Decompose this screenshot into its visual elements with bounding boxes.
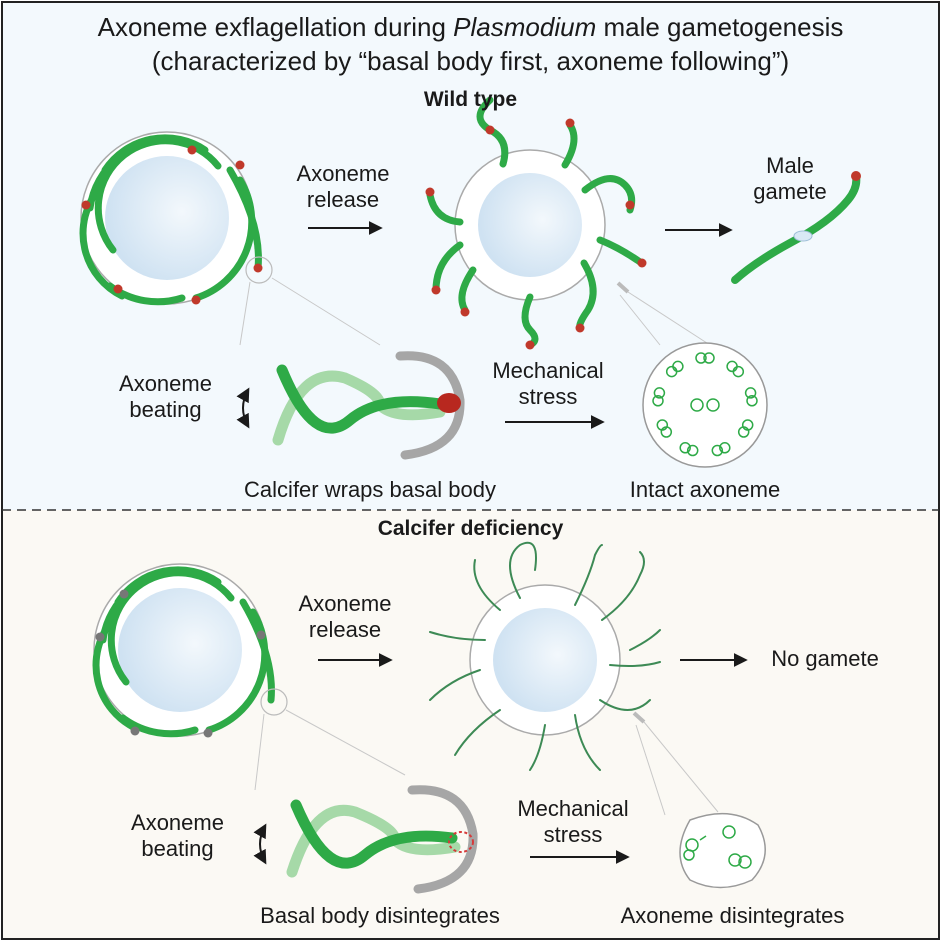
microtubule-doublet	[679, 442, 691, 454]
wt-male-gamete	[731, 171, 861, 284]
def-stress-label: Mechanical stress	[503, 796, 643, 849]
def-zoom-lines	[254, 709, 719, 816]
microtubule-doublet	[711, 444, 724, 457]
def-axoneme-caption: Axoneme disintegrates	[620, 903, 845, 928]
wt-gamete-line1: Male	[766, 153, 814, 178]
def-release-label: Axoneme release	[290, 591, 400, 644]
def-stress-line1: Mechanical	[517, 796, 629, 821]
def-beating-arrow	[253, 823, 267, 865]
deficiency-heading: Calcifer deficiency	[377, 517, 564, 540]
microtubule-doublet	[686, 444, 699, 457]
microtubule-doublet	[732, 365, 745, 378]
wt-zoom-lines	[239, 277, 711, 346]
wt-beating-arrow	[236, 387, 250, 429]
def-gametocyte	[92, 563, 288, 738]
microtubule-doublet	[672, 360, 684, 373]
wt-stress-label: Mechanical stress	[478, 358, 618, 411]
microtubule-doublet	[695, 352, 707, 364]
wt-stress-line1: Mechanical	[492, 358, 604, 383]
wt-beating-label: Axoneme beating	[108, 371, 223, 424]
wt-gamete-line2: gamete	[753, 179, 827, 205]
microtubule-doublet	[656, 419, 669, 431]
title-text-end: male gametogenesis	[596, 12, 844, 42]
def-stress-line2: stress	[543, 822, 603, 848]
wt-intact-axoneme	[642, 342, 768, 468]
wt-release-label: Axoneme release	[288, 161, 398, 214]
microtubule-doublet	[652, 395, 664, 407]
microtubule-doublet	[746, 395, 758, 407]
microtubule-doublet	[744, 387, 757, 399]
microtubule-doublet	[737, 426, 750, 438]
wt-beating-line2: beating	[129, 397, 202, 423]
wt-wrap-caption: Calcifer wraps basal body	[244, 477, 496, 502]
title-text: Axoneme exflagellation during	[97, 12, 454, 42]
def-beating-line1: Axoneme	[131, 810, 224, 835]
title-italic-text: Plasmodium	[453, 12, 597, 42]
def-basal-body-zoom	[286, 785, 478, 894]
wt-axoneme-caption: Intact axoneme	[629, 477, 781, 502]
microtubule-doublet	[653, 387, 666, 399]
figure-subtitle: (characterized by “basal body first, axo…	[151, 46, 790, 76]
def-beating-label: Axoneme beating	[120, 810, 235, 863]
wt-release-line2: release	[306, 187, 380, 213]
wt-gamete-label: Male gamete	[745, 153, 835, 206]
wild-type-heading: Wild type	[423, 88, 518, 111]
wt-stress-line2: stress	[518, 384, 578, 410]
def-release-line1: Axoneme	[298, 591, 392, 616]
figure-title: Axoneme exflagellation during Plasmodium…	[0, 12, 941, 43]
wt-release-line1: Axoneme	[296, 161, 390, 186]
def-disintegrated-axoneme	[679, 812, 766, 889]
def-beating-line2: beating	[141, 836, 214, 862]
wt-beating-line1: Axoneme	[119, 371, 212, 396]
def-no-gamete-label: No gamete	[771, 646, 879, 671]
def-basal-caption: Basal body disintegrates	[260, 903, 500, 928]
wt-basal-body-zoom	[272, 351, 465, 460]
microtubule-doublet	[719, 442, 731, 454]
wt-gametocyte	[79, 131, 273, 306]
def-exflagellating-cell	[429, 541, 661, 771]
microtubule-doublet	[703, 352, 715, 364]
def-release-line2: release	[308, 617, 382, 643]
wt-exflagellating-cell	[425, 96, 647, 350]
